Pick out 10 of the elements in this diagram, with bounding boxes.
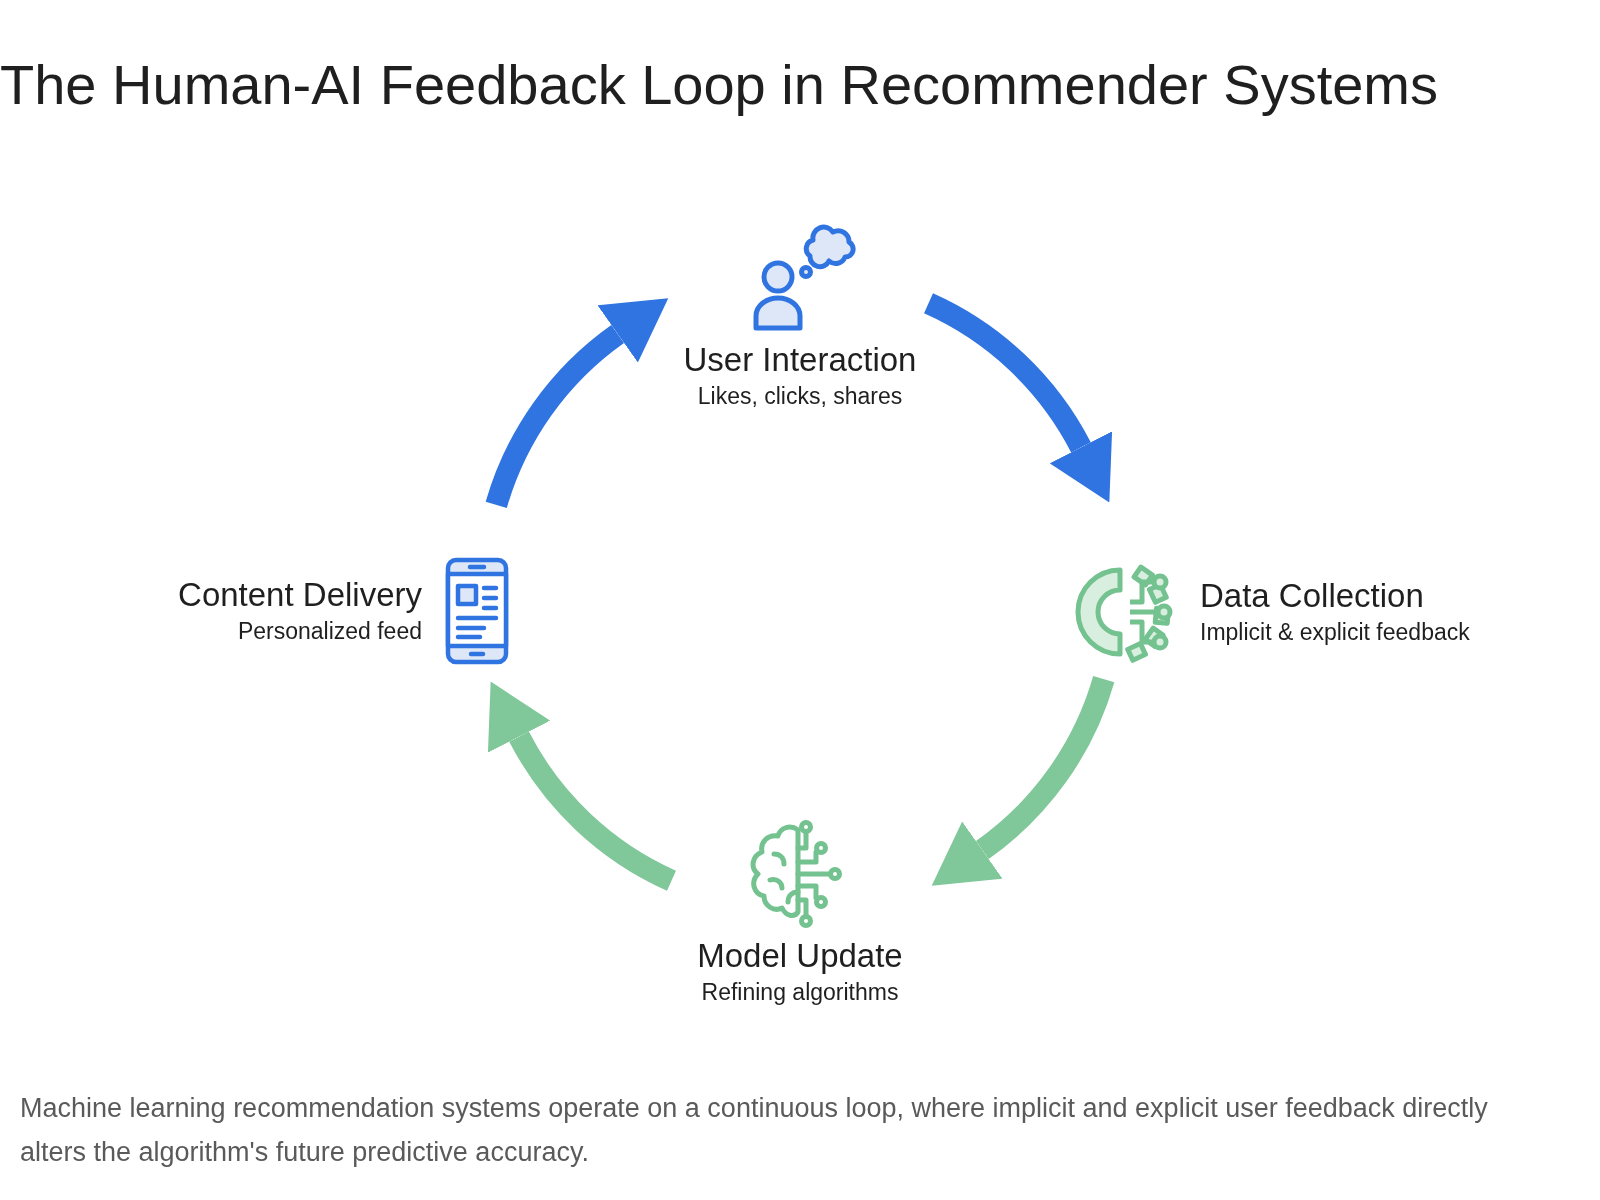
step-title: User Interaction — [683, 340, 917, 380]
step-title: Content Delivery — [178, 575, 422, 615]
step-description: Refining algorithms — [701, 978, 899, 1007]
step-title: Model Update — [697, 936, 903, 976]
step-title: Data Collection — [1200, 576, 1424, 616]
caption: Machine learning recommendation systems operate on a continuous loop, where implicit and explicit user feedback directly alters the algorithm's future predictive accuracy. — [20, 1092, 1489, 1169]
diagram-title: The Human-AI Feedback Loop in Recommender Systems — [0, 52, 1438, 117]
step-description: Implicit & explicit feedback — [1200, 618, 1470, 647]
step-description: Personalized feed — [237, 617, 422, 646]
step-description: Likes, clicks, shares — [697, 382, 903, 411]
